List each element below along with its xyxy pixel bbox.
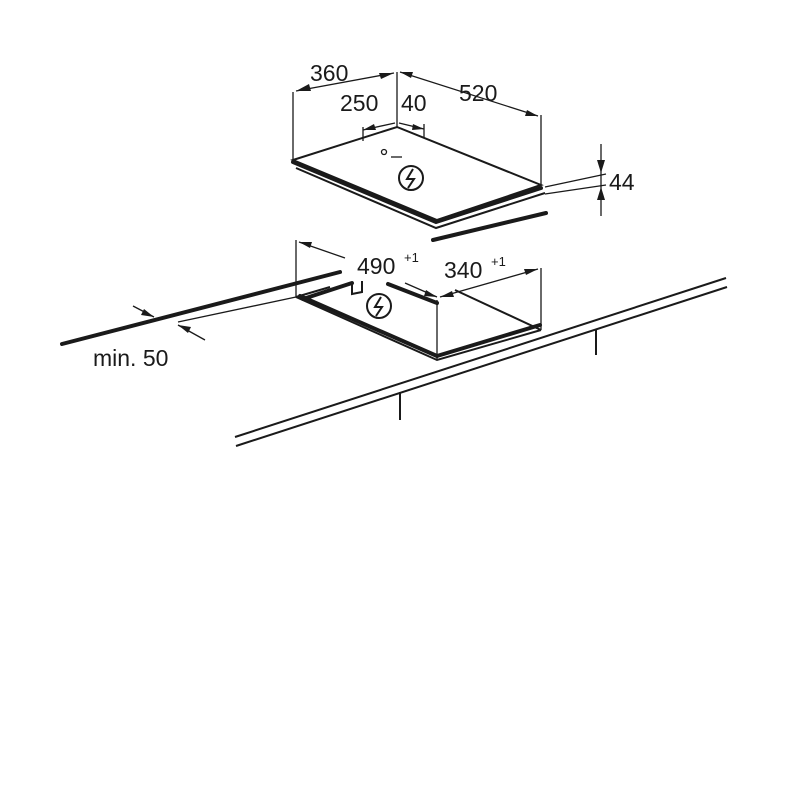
arrow-490-right	[424, 290, 437, 297]
hob-front-edge	[291, 160, 543, 225]
label-min-distance: min. 50	[93, 345, 168, 371]
arrow-360-left	[296, 84, 311, 91]
label-cutout-width: 490	[357, 253, 395, 279]
arrow-44-bottom	[597, 187, 605, 200]
ext-line-44-top	[544, 173, 607, 188]
arrow-490-left	[299, 242, 312, 248]
dim-line-340	[439, 268, 539, 298]
hob-dimensions: 360 520 250 40 44	[292, 60, 635, 216]
worktop-front-edge-bottom	[235, 286, 728, 447]
hob-body-bottom	[295, 167, 546, 230]
label-hob-height: 44	[609, 169, 635, 195]
dim-line-520	[399, 71, 539, 117]
arrow-40	[412, 124, 424, 130]
arrow-44-top	[597, 160, 605, 173]
cutout-bracket	[351, 281, 363, 296]
arrow-520-left	[400, 72, 413, 78]
arrow-min50-a	[141, 309, 154, 317]
worktop-back-edge-right	[431, 211, 548, 242]
electric-bolt-icon	[398, 165, 424, 191]
cutout	[295, 240, 542, 362]
arrow-520-right	[525, 110, 538, 116]
worktop	[60, 211, 728, 447]
hob-unit	[290, 125, 546, 230]
worktop-back-edge	[60, 270, 342, 346]
cutout-left-lip	[298, 294, 439, 358]
label-cutout-width-tolerance: +1	[404, 250, 419, 265]
label-cutout-depth: 340	[444, 257, 482, 283]
label-cutout-depth-tolerance: +1	[491, 254, 506, 269]
arrow-min50-b	[178, 325, 191, 333]
label-offset-right: 40	[401, 90, 427, 116]
arrow-340-left	[440, 291, 454, 297]
arrow-250	[363, 124, 376, 130]
arrow-360-right	[379, 73, 394, 79]
ext-line-44-bottom	[544, 184, 607, 195]
hob-terminal-dot	[380, 148, 388, 156]
dim-line-360	[295, 72, 395, 92]
cutout-inner-edge	[301, 281, 439, 305]
label-hob-depth: 360	[310, 60, 348, 86]
ext-line-min50	[177, 296, 297, 323]
label-hob-width: 520	[459, 80, 497, 106]
worktop-front-edge-top	[234, 277, 727, 438]
cutout-dimensions: 490 +1 340 +1 min. 50	[93, 241, 539, 371]
label-offset-left: 250	[340, 90, 378, 116]
cutout-front-lip	[435, 323, 542, 358]
arrow-340-right	[524, 269, 538, 275]
electric-bolt-icon	[366, 293, 392, 319]
